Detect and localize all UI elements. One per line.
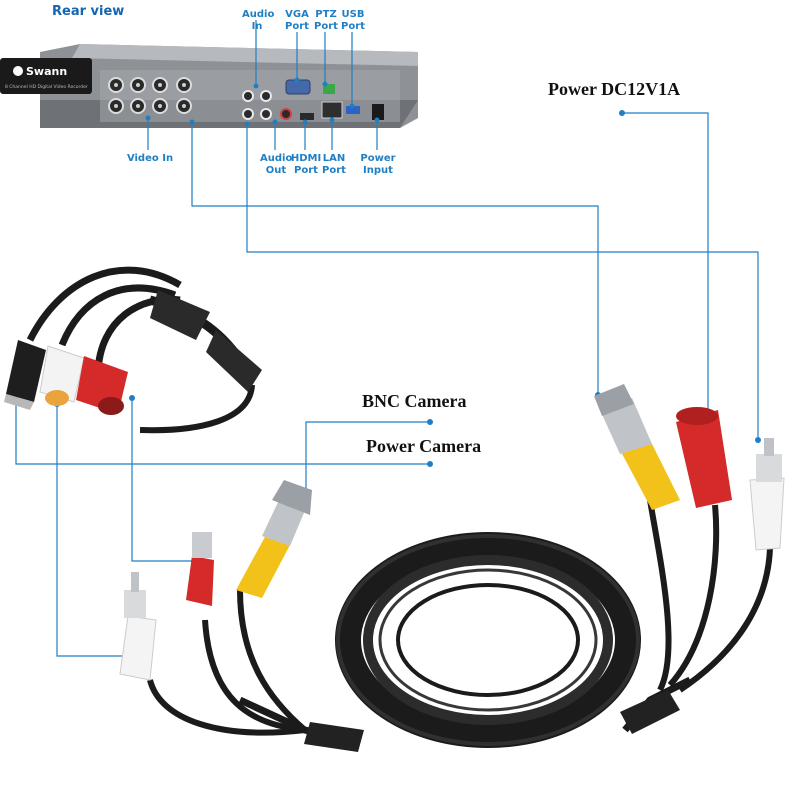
right-pigtail [594, 384, 785, 734]
hdmi-port [300, 113, 314, 120]
brand-logo-text: Swann [26, 65, 67, 78]
usb-port [346, 106, 360, 114]
label-audio-in: Audio In [242, 9, 275, 32]
label-video-in: Video In [126, 153, 174, 164]
left-pigtail [119, 480, 364, 752]
video-in-ports [108, 77, 192, 114]
label-audio-out: Audio Out [260, 153, 293, 176]
power-input-port [372, 104, 384, 120]
label-usb-port: USB Port [341, 9, 365, 32]
device-caption: 8 Channel HD Digital Video Recorder [5, 84, 88, 90]
microphone-adapter [4, 266, 262, 434]
swann-badge: Swann 8 Channel HD Digital Video Recorde… [0, 58, 92, 94]
label-lan-port: LAN Port [322, 153, 346, 176]
ptz-port [323, 84, 335, 94]
cable-coil [335, 532, 641, 748]
lan-port [321, 101, 343, 119]
label-power-dc: Power DC12V1A [548, 79, 681, 99]
label-ptz-port: PTZ Port [314, 9, 338, 32]
dvr-recorder [40, 44, 418, 128]
label-vga-port: VGA Port [285, 9, 309, 32]
connection-lines [15, 20, 759, 657]
label-bnc-camera: BNC Camera [362, 391, 467, 411]
audio-ports [242, 90, 292, 120]
label-power-camera: Power Camera [366, 436, 482, 456]
label-power-input: Power Input [360, 153, 396, 176]
label-hdmi-port: HDMI Port [290, 153, 322, 176]
rear-view-title: Rear view [52, 4, 125, 19]
